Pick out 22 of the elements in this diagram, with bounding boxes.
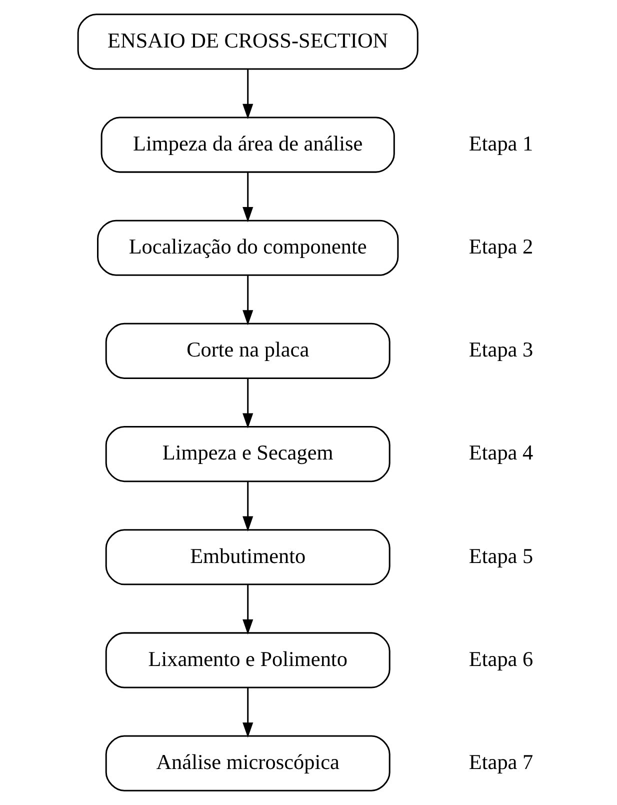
arrow <box>242 378 254 428</box>
node-box: Embutimento <box>105 529 390 586</box>
label: Etapa 7 <box>468 750 534 774</box>
label: Etapa 4 <box>468 440 534 465</box>
arrow <box>242 276 254 326</box>
arrow <box>242 584 254 635</box>
node-box: Localização do componente <box>97 220 399 276</box>
label: Etapa 1 <box>468 131 534 156</box>
node-box: Lixamento e Polimento <box>105 632 390 688</box>
node-box: Limpeza da área de análise <box>100 116 395 173</box>
arrow <box>242 172 254 222</box>
label: Etapa 3 <box>468 338 534 362</box>
arrow <box>242 482 254 532</box>
arrow <box>242 688 254 738</box>
label: Etapa 5 <box>468 544 534 568</box>
label: Etapa 2 <box>468 234 534 258</box>
label: Etapa 6 <box>468 646 534 671</box>
node-box: Análise microscópica <box>105 735 390 792</box>
node-box: ENSAIO DE CROSS-SECTION <box>77 14 418 70</box>
arrow <box>242 70 254 120</box>
node-box: Corte na placa <box>105 322 390 379</box>
node-box: Limpeza e Secagem <box>105 426 390 482</box>
